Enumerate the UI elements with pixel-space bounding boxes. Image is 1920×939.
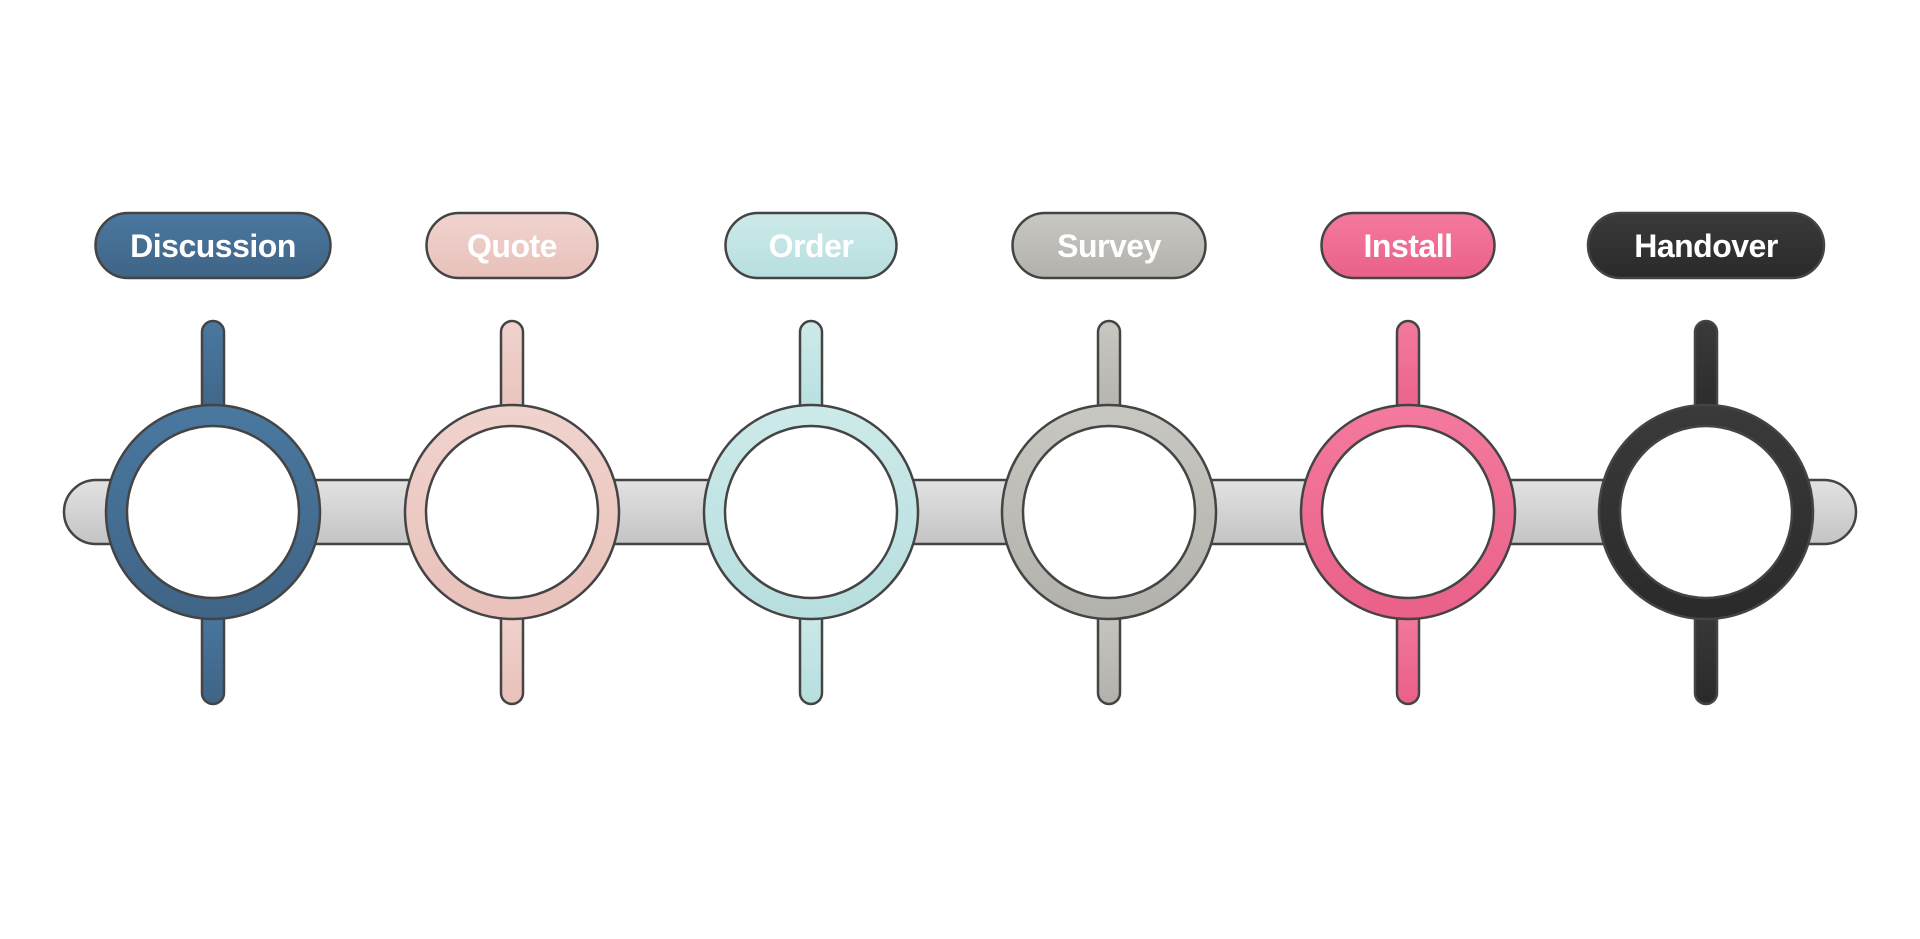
step-ring-inner xyxy=(1320,424,1496,600)
step-order: Order xyxy=(702,211,920,706)
step-survey: Survey xyxy=(1000,211,1218,706)
step-label: Quote xyxy=(467,228,557,264)
step-label-pill xyxy=(425,211,599,280)
step-label-pill xyxy=(1586,211,1826,280)
step-label-pill xyxy=(1011,211,1207,280)
step-label: Handover xyxy=(1634,228,1778,264)
step-quote: Quote xyxy=(403,211,621,706)
step-install: Install xyxy=(1299,211,1517,706)
step-label: Survey xyxy=(1057,228,1161,264)
step-discussion: Discussion xyxy=(94,211,332,706)
step-label: Discussion xyxy=(130,228,296,264)
step-label-pill xyxy=(1320,211,1496,280)
step-ring-inner xyxy=(723,424,899,600)
step-label-pill xyxy=(94,211,332,280)
step-label-pill xyxy=(724,211,898,280)
step-ring-inner xyxy=(1618,424,1794,600)
step-label: Order xyxy=(769,228,854,264)
step-label: Install xyxy=(1364,228,1453,264)
timeline-track xyxy=(62,478,1858,546)
step-ring-inner xyxy=(1021,424,1197,600)
step-ring-inner xyxy=(125,424,301,600)
step-ring-inner xyxy=(424,424,600,600)
step-handover: Handover xyxy=(1586,211,1826,706)
